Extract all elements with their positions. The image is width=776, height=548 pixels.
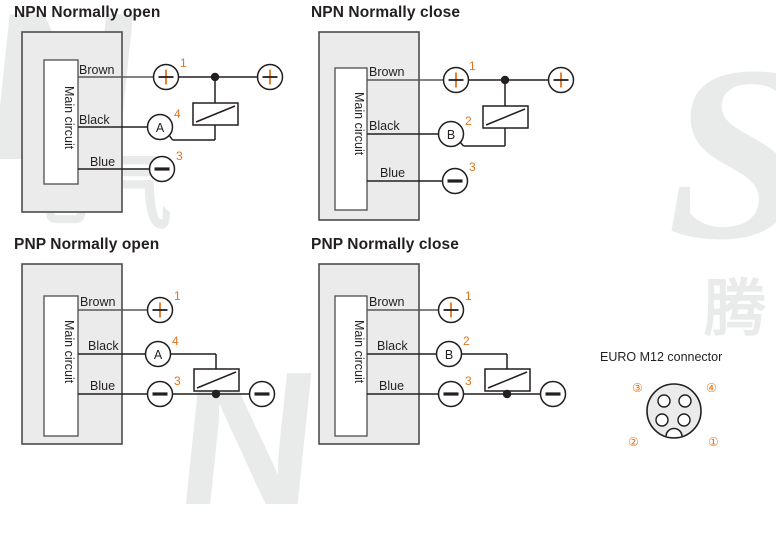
diagram-pnp-normally-close: Main circuit Brown Black Blue 1 B 2 3 xyxy=(297,256,597,461)
main-circuit-label: Main circuit xyxy=(62,320,76,384)
main-circuit-block xyxy=(43,59,79,185)
wire-label-brown: Brown xyxy=(79,63,114,77)
main-circuit-block xyxy=(43,295,79,437)
pin-number-4: 4 xyxy=(174,107,181,121)
terminal-label-b: B xyxy=(447,128,455,142)
connector-keyway-notch xyxy=(665,427,683,437)
wire-label-black: Black xyxy=(369,119,400,133)
connector-pin-hole-2 xyxy=(655,413,669,427)
terminal-label-a: A xyxy=(156,121,165,135)
main-circuit-label: Main circuit xyxy=(352,320,366,384)
terminal-circle-a xyxy=(146,113,174,141)
wire-label-blue: Blue xyxy=(379,379,404,393)
pin-number-2: 2 xyxy=(463,334,470,348)
pin-number-2: 2 xyxy=(465,114,472,128)
wire-label-brown: Brown xyxy=(80,295,115,309)
main-circuit-block xyxy=(334,67,368,211)
terminal-label-b: B xyxy=(445,348,453,362)
page-title-npn-normally-close: NPN Normally close xyxy=(311,4,461,21)
main-circuit-label: Main circuit xyxy=(62,86,76,150)
pin-number-3: 3 xyxy=(469,160,476,174)
wire-label-black: Black xyxy=(79,113,110,127)
terminal-label-a: A xyxy=(154,348,163,362)
watermark-cn-3: 腾 xyxy=(703,272,766,345)
diagram-npn-normally-close: Main circuit Brown Black Blue 1 B 2 3 xyxy=(297,24,607,224)
connector-pin-number-3: ③ xyxy=(632,381,643,395)
pin-number-1: 1 xyxy=(469,59,476,73)
pin-number-3: 3 xyxy=(176,149,183,163)
connector-pin-number-2: ② xyxy=(628,435,639,449)
main-circuit-label: Main circuit xyxy=(352,92,366,156)
pin-number-1: 1 xyxy=(174,289,181,303)
main-circuit-block xyxy=(334,295,368,437)
connector-pin-number-1: ① xyxy=(708,435,719,449)
wire-label-black: Black xyxy=(377,339,408,353)
euro-m12-connector: EURO M12 connector ③ ④ ② ① xyxy=(596,348,776,458)
connector-pin-number-4: ④ xyxy=(706,381,717,395)
wire-label-blue: Blue xyxy=(90,379,115,393)
page-title-pnp-normally-close: PNP Normally close xyxy=(311,236,459,253)
connector-label: EURO M12 connector xyxy=(600,350,722,364)
wire-label-blue: Blue xyxy=(90,155,115,169)
junction-dot xyxy=(211,389,221,399)
junction-dot xyxy=(502,389,512,399)
pin-number-1: 1 xyxy=(180,56,187,70)
terminal-circle-b xyxy=(437,120,465,148)
pin-number-3: 3 xyxy=(174,374,181,388)
page-title-pnp-normally-open: PNP Normally open xyxy=(14,236,160,253)
connector-pin-hole-1 xyxy=(677,413,691,427)
connector-pin-hole-4 xyxy=(678,394,692,408)
wire-label-brown: Brown xyxy=(369,65,404,79)
wire-label-brown: Brown xyxy=(369,295,404,309)
connector-pin-hole-3 xyxy=(657,394,671,408)
pin-number-1: 1 xyxy=(465,289,472,303)
pin-number-4: 4 xyxy=(172,334,179,348)
diagram-npn-normally-open: Main circuit Brown Black Blue 1 A 4 3 xyxy=(0,24,300,224)
wire-label-black: Black xyxy=(88,339,119,353)
diagram-pnp-normally-open: Main circuit Brown Black Blue 1 A 4 3 xyxy=(0,256,300,461)
watermark-letter-s: S xyxy=(667,10,776,298)
wire-label-blue: Blue xyxy=(380,166,405,180)
pin-number-3: 3 xyxy=(465,374,472,388)
page-title-npn-normally-open: NPN Normally open xyxy=(14,4,161,21)
